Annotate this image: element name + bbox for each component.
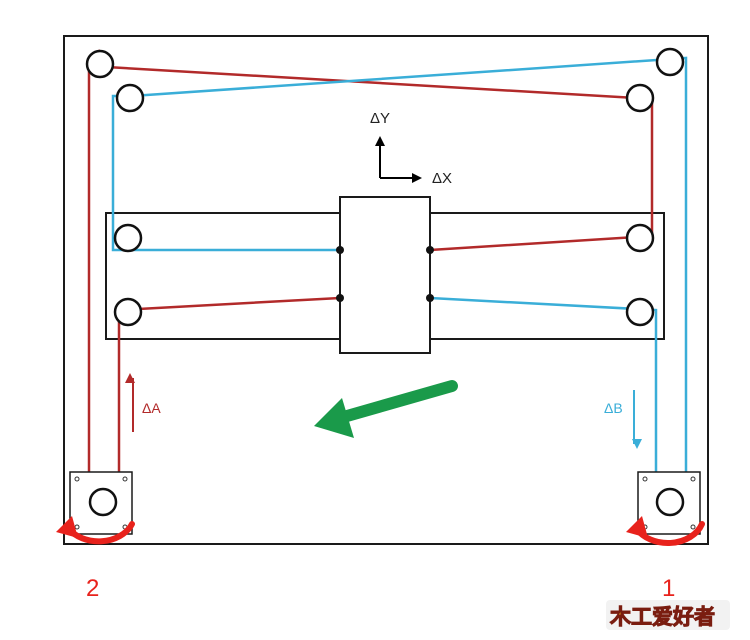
axis-label-dx: ΔX (432, 170, 452, 187)
pulley-top-right-inner (625, 83, 655, 113)
motor-right (637, 471, 701, 535)
motor-left-pulley (88, 487, 118, 517)
pulley-top-left-outer (85, 49, 115, 79)
delta-b-label: ΔB (604, 400, 623, 416)
rotation-arrow-left (56, 516, 135, 545)
axes-indicator: ΔY ΔX (370, 110, 452, 187)
axis-label-dy: ΔY (370, 110, 390, 127)
pulley-top-left-inner (115, 83, 145, 113)
pulley-gantry-left-lower (113, 297, 143, 327)
pulley-top-right-outer (655, 47, 685, 77)
belt-clamps (336, 246, 434, 302)
pulleys (85, 47, 685, 327)
rotation-arrow-right (626, 516, 705, 547)
watermark-text: 木工爱好者 (609, 605, 715, 629)
motor-left-number: 2 (86, 575, 99, 602)
watermark-logo: 木工爱好者 (606, 600, 730, 630)
delta-a-indicator: ΔA (125, 373, 161, 432)
carriage (339, 196, 431, 354)
motor-right-pulley (655, 487, 685, 517)
carriage-motion-arrow (314, 380, 458, 438)
pulley-gantry-left-upper (113, 223, 143, 253)
delta-b-indicator: ΔB (604, 390, 642, 449)
motor-right-number: 1 (662, 575, 675, 602)
delta-a-label: ΔA (142, 400, 161, 416)
motor-left (69, 471, 133, 535)
pulley-gantry-right-lower (625, 297, 655, 327)
pulley-gantry-right-upper (625, 223, 655, 253)
